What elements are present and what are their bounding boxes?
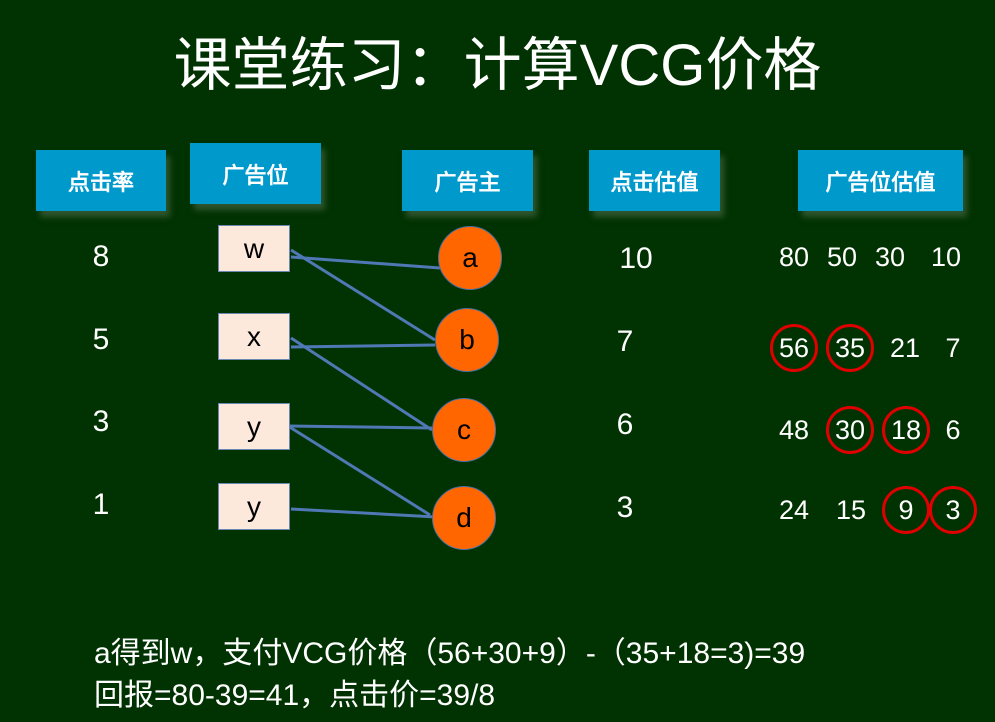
slot-value: 80	[778, 241, 810, 272]
click-value: 7	[616, 325, 634, 358]
slot-box: y	[218, 403, 290, 450]
ctr-value: 1	[92, 488, 110, 521]
edge-d-y1	[287, 424, 431, 517]
slot-value: 10	[930, 241, 962, 272]
slot-value: 6	[945, 414, 961, 445]
click-value: 3	[616, 491, 634, 524]
edge-c-y1	[287, 424, 433, 430]
circled-slot-value: 35	[826, 324, 874, 372]
slot-box: x	[218, 313, 290, 360]
circled-slot-value: 56	[770, 324, 818, 372]
advertiser-node: b	[435, 308, 499, 372]
header-slot-value: 广告位估值	[798, 150, 963, 211]
circled-slot-value: 9	[882, 486, 930, 534]
slot-box: y	[218, 483, 290, 530]
ctr-value: 8	[92, 240, 110, 273]
slot-value: 15	[835, 494, 867, 525]
edge-d-y2	[290, 507, 437, 519]
slot-value: 48	[778, 414, 810, 445]
ctr-value: 3	[92, 405, 110, 438]
advertiser-node: a	[438, 226, 502, 290]
slot-value: 7	[945, 332, 961, 363]
circled-slot-value: 30	[826, 406, 874, 454]
circled-slot-value: 18	[882, 406, 930, 454]
slot-value: 50	[826, 241, 858, 272]
ctr-value: 5	[92, 323, 110, 356]
slot-value: 21	[889, 332, 921, 363]
explanation-line-1: a得到w，支付VCG价格（56+30+9）-（35+18=3)=39	[94, 637, 806, 670]
slot-box: w	[218, 225, 290, 272]
edge-a-w	[290, 255, 441, 270]
slide-title: 课堂练习：计算VCG价格	[173, 33, 822, 98]
edge-b-x	[290, 343, 436, 349]
circled-slot-value: 3	[929, 486, 977, 534]
click-value: 10	[619, 242, 653, 275]
advertiser-node: d	[432, 486, 496, 550]
slot-value: 24	[778, 494, 810, 525]
edge-b-w	[290, 248, 436, 342]
explanation-line-2: 回报=80-39=41，点击价=39/8	[94, 679, 496, 712]
header-slot: 广告位	[190, 143, 321, 204]
header-ctr: 点击率	[36, 150, 166, 211]
header-click-value: 点击估值	[589, 150, 720, 211]
header-advertiser: 广告主	[402, 150, 533, 211]
slot-value: 30	[874, 241, 906, 272]
advertiser-node: c	[432, 398, 496, 462]
click-value: 6	[616, 408, 634, 441]
edge-c-x	[290, 336, 433, 432]
